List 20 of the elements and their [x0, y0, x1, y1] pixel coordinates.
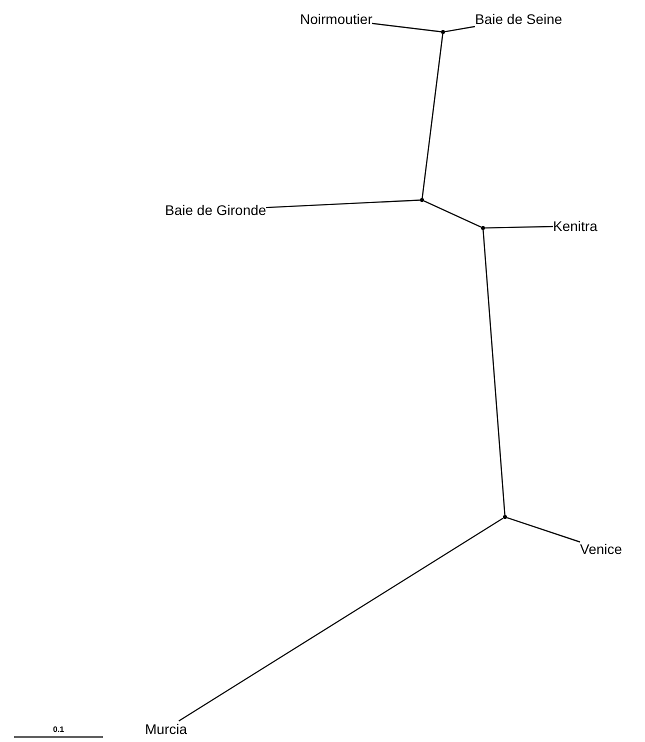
taxon-label: Baie de Seine	[475, 11, 562, 27]
taxon-label: Kenitra	[553, 218, 598, 234]
tree-branch	[422, 34, 444, 198]
taxon-label: Baie de Gironde	[165, 202, 266, 218]
tree-branch	[444, 26, 476, 32]
branch-point	[503, 515, 507, 519]
tree-branch	[424, 200, 482, 228]
taxon-label: Venice	[580, 541, 622, 557]
tree-branch	[266, 200, 420, 208]
tree-branch	[178, 518, 504, 722]
tree-branch	[506, 517, 580, 543]
branch-point	[481, 226, 485, 230]
taxon-label: Murcia	[145, 721, 188, 737]
tree-branch	[484, 226, 554, 229]
tree-branch	[372, 22, 442, 32]
branch-point	[441, 30, 445, 34]
tree-branch	[482, 230, 506, 516]
branch-point	[420, 198, 424, 202]
taxon-label: Noirmoutier	[300, 11, 372, 27]
scale-label: 0.1	[53, 725, 64, 734]
